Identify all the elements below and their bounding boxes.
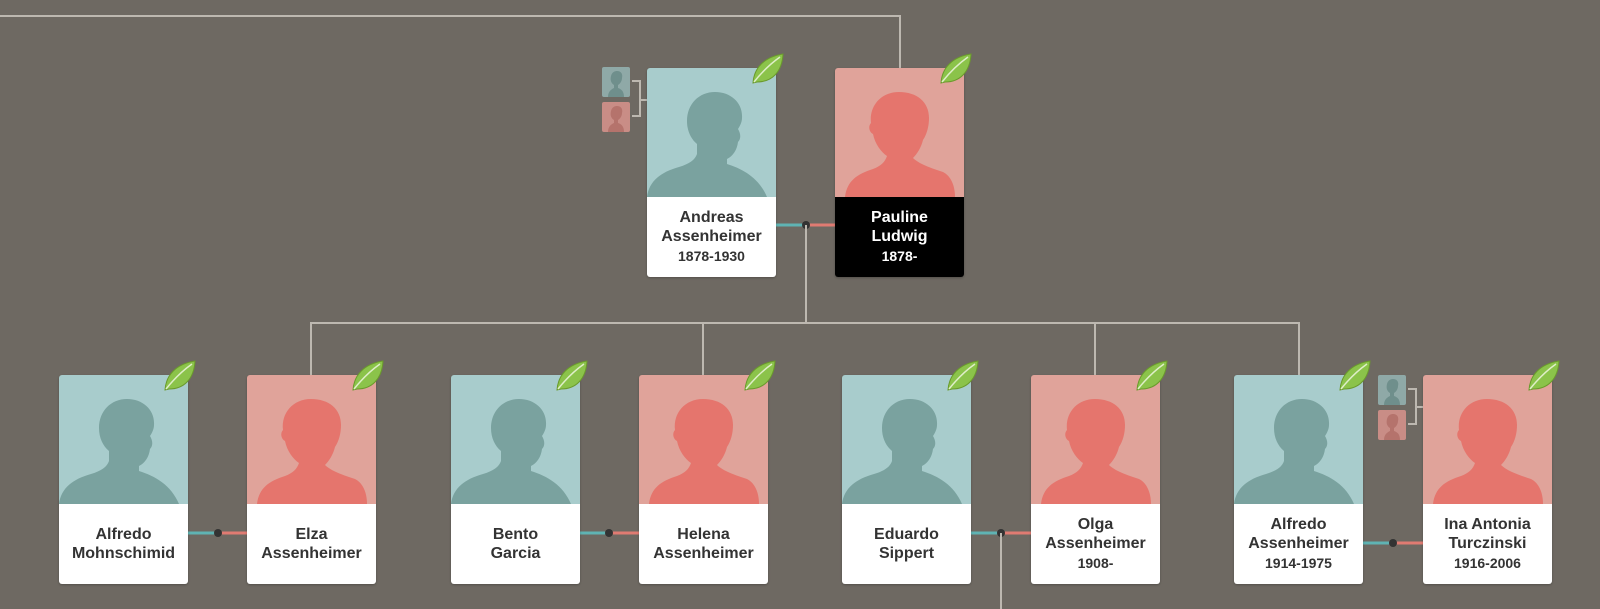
person-last-name: Assenheimer (1045, 535, 1146, 552)
hint-leaf-icon[interactable] (554, 359, 590, 393)
person-first-name: Alfredo (95, 526, 152, 543)
person-card-alfredo-assenheimer[interactable]: Alfredo Assenheimer 1914-1975 (1234, 360, 1371, 584)
hint-leaf-icon[interactable] (938, 52, 974, 86)
person-last-name: Assenheimer (653, 545, 754, 562)
male-silhouette-icon (59, 375, 188, 504)
person-last-name: Garcia (490, 545, 541, 562)
person-dates: 1878-1930 (678, 248, 745, 264)
person-first-name: Alfredo (1270, 516, 1327, 533)
hint-leaf-icon[interactable] (1526, 359, 1562, 393)
person-card-andreas[interactable]: Andreas Assenheimer 1878-1930 (647, 53, 784, 277)
person-first-name: Olga (1077, 516, 1114, 533)
person-last-name: Sippert (878, 545, 935, 562)
hint-leaf-icon[interactable] (162, 359, 198, 393)
hint-leaf-icon[interactable] (945, 359, 981, 393)
person-card-elza[interactable]: Elza Assenheimer (247, 360, 384, 584)
person-first-name: Pauline (871, 209, 928, 226)
male-silhouette-icon (1234, 375, 1363, 504)
person-last-name: Turczinski (1448, 535, 1527, 552)
person-first-name: Helena (677, 526, 730, 543)
father-placeholder-icon[interactable] (1378, 375, 1406, 405)
father-placeholder-icon[interactable] (602, 67, 630, 97)
person-dates: 1914-1975 (1265, 555, 1332, 571)
person-card-helena[interactable]: Helena Assenheimer (639, 360, 776, 584)
person-first-name: Eduardo (874, 526, 939, 543)
person-last-name: Assenheimer (661, 228, 762, 245)
person-card-eduardo[interactable]: Eduardo Sippert (842, 360, 979, 584)
person-card-olga[interactable]: Olga Assenheimer 1908- (1031, 360, 1168, 584)
person-card-alfredo-mohnschimid[interactable]: Alfredo Mohnschimid (59, 360, 196, 584)
female-silhouette-icon (247, 375, 376, 504)
person-last-name: Assenheimer (261, 545, 362, 562)
parents-toggle-andreas[interactable] (602, 67, 642, 133)
hint-leaf-icon[interactable] (350, 359, 386, 393)
person-card-ina[interactable]: Ina Antonia Turczinski 1916-2006 (1423, 360, 1560, 584)
female-silhouette-icon (835, 68, 964, 197)
mother-placeholder-icon[interactable] (602, 102, 630, 132)
person-card-bento[interactable]: Bento Garcia (451, 360, 588, 584)
male-silhouette-icon (451, 375, 580, 504)
person-first-name: Andreas (679, 209, 744, 226)
hint-leaf-icon[interactable] (750, 52, 786, 86)
person-dates: 1878- (881, 248, 918, 264)
male-silhouette-icon (842, 375, 971, 504)
female-silhouette-icon (1423, 375, 1552, 504)
female-silhouette-icon (1031, 375, 1160, 504)
person-last-name: Ludwig (871, 228, 928, 245)
person-dates: 1916-2006 (1454, 555, 1521, 571)
hint-leaf-icon[interactable] (1134, 359, 1170, 393)
male-silhouette-icon (647, 68, 776, 197)
person-first-name: Ina Antonia (1444, 516, 1531, 533)
hint-leaf-icon[interactable] (742, 359, 778, 393)
person-first-name: Elza (295, 526, 328, 543)
person-first-name: Bento (492, 526, 539, 543)
mother-placeholder-icon[interactable] (1378, 410, 1406, 440)
person-card-pauline[interactable]: Pauline Ludwig 1878- (835, 53, 972, 277)
female-silhouette-icon (639, 375, 768, 504)
person-last-name: Assenheimer (1248, 535, 1349, 552)
person-last-name: Mohnschimid (71, 545, 176, 562)
hint-leaf-icon[interactable] (1337, 359, 1373, 393)
person-dates: 1908- (1077, 555, 1114, 571)
parents-toggle-ina[interactable] (1378, 375, 1418, 441)
